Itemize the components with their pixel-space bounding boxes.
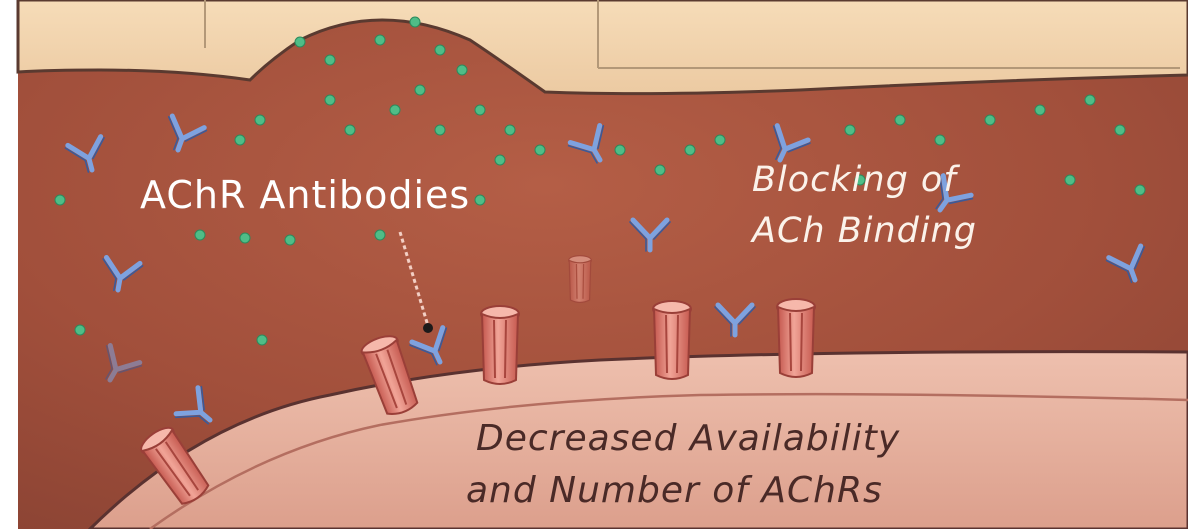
achr-antibodies-label: AChR Antibodies	[140, 173, 470, 217]
antibody-pointer-dot	[423, 323, 433, 333]
decreased-label-line-1: Decreased Availability	[476, 418, 900, 459]
blocking-label-line-2: ACh Binding	[752, 211, 977, 251]
decreased-label-line-2: and Number of AChRs	[466, 470, 883, 511]
blocking-label-line-1: Blocking of	[752, 160, 957, 200]
